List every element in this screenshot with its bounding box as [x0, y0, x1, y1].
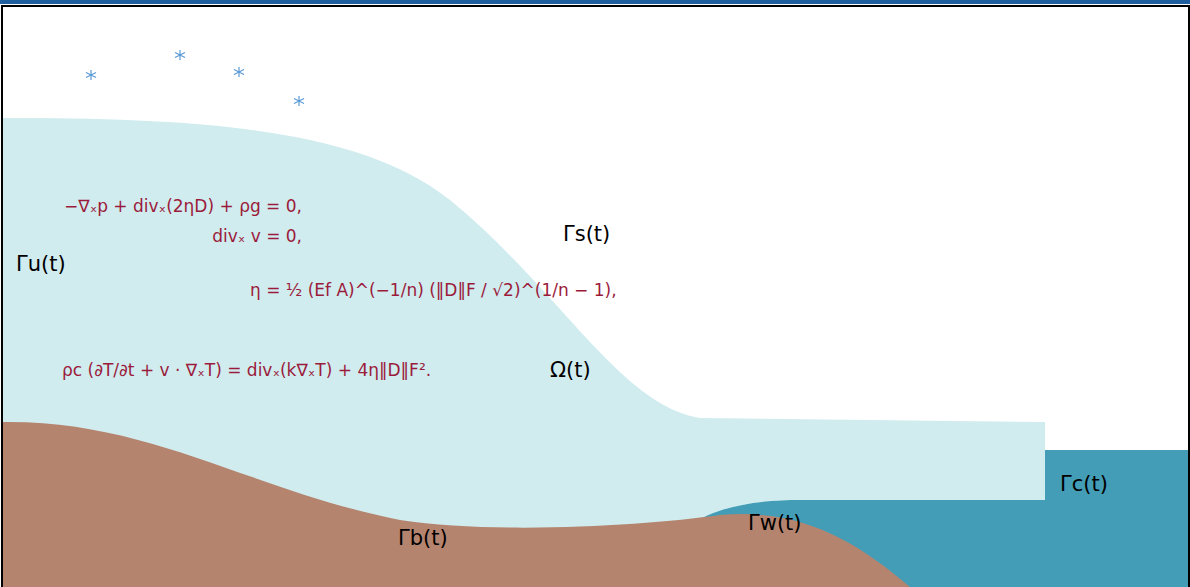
- bedrock-region: [3, 422, 910, 587]
- domain-label: Ω(t): [550, 358, 591, 383]
- boundary-label: Γc(t): [1060, 472, 1108, 497]
- boundary-label: Γb(t): [398, 526, 448, 551]
- top-bar: [0, 0, 1190, 4]
- boundary-label: Γu(t): [16, 252, 66, 277]
- stokes-equation: −∇ₓp + divₓ(2ηD) + ρg = 0,: [64, 196, 302, 216]
- boundary-label: Γs(t): [563, 222, 610, 247]
- heat-equation: ρc (∂T/∂t + v · ∇ₓT) = divₓ(k∇ₓT) + 4η‖D…: [62, 360, 431, 380]
- boundary-label: Γw(t): [748, 511, 802, 536]
- incompressibility-equation: divₓ v = 0,: [212, 226, 302, 246]
- viscosity-equation: η = ½ (Ef A)^(−1/n) (‖D‖F / √2)^(1/n − 1…: [250, 280, 617, 300]
- snowflakes: [86, 50, 304, 106]
- frame: [2, 6, 1189, 587]
